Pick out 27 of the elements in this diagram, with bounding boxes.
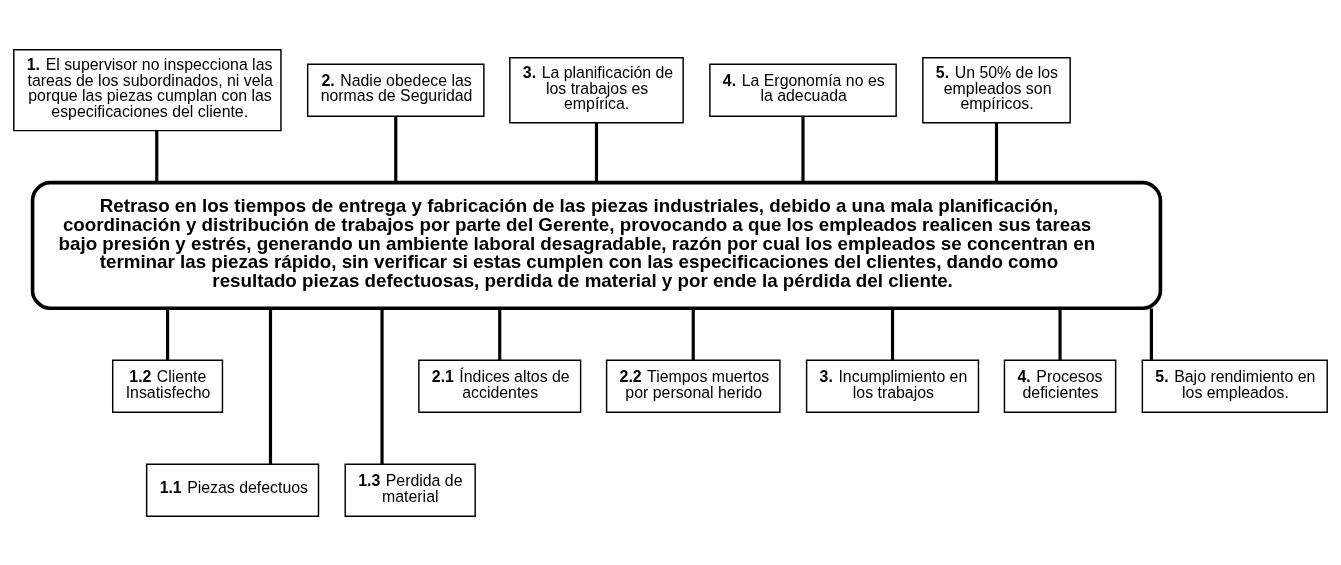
node-box: 5. Bajo rendimiento en los empleados. [1141, 359, 1328, 413]
node-box: Retraso en los tiempos de entrega y fabricación de las piezas industriales, debido a una mala planificación, coordinación y distribución de trabajos por parte del Gerente, provocando a que los empleados realicen sus tareas bajo presión y estrés, generando un ambiente laboral desagradable, razón por cual los empleados se concentran en terminar las piezas rápido, sin verificar si estas cumplen con las especificaciones del clientes, dando como resultado piezas defectuosas, perdida de material y por ende la pérdida del cliente. [30, 180, 1163, 310]
connector [268, 308, 273, 464]
node-box: 5. Un 50% de los empleados son empíricos. [922, 56, 1071, 123]
node-box: 4. Procesos deficientes [1003, 359, 1117, 413]
connector [594, 122, 599, 182]
node-box: 3. La planificación de los trabajos es empírica. [509, 56, 684, 123]
connector [394, 116, 398, 182]
connector [1149, 307, 1153, 360]
connector [801, 116, 805, 182]
connector [994, 122, 999, 182]
node-box: 1.2 Cliente Insatisfecho [112, 359, 224, 413]
node-box: 1.1 Piezas defectuos [145, 463, 320, 517]
node-box: 1.3 Perdida de material [344, 463, 476, 517]
node-box: 2.2 Tiempos muertos por personal herido [605, 359, 781, 413]
node-box: 2.1 Índices altos de accidentes [418, 359, 582, 413]
connector [691, 307, 695, 360]
node-box: 2. Nadie obedece las normas de Seguridad [306, 63, 485, 117]
connector [166, 307, 170, 360]
connector [498, 307, 502, 360]
connector [380, 308, 384, 464]
node-box: 4. La Ergonomía no es la adecuada [709, 63, 897, 117]
node-box: 3. Incumplimiento en los trabajos [805, 359, 980, 413]
connector [155, 130, 159, 182]
connector [890, 307, 895, 360]
connector [1058, 307, 1062, 360]
node-box: 1. El supervisor no inspecciona las tareas de los subordinados, ni vela porque las piezas cumplan con las especificaciones del cliente. [13, 48, 282, 131]
